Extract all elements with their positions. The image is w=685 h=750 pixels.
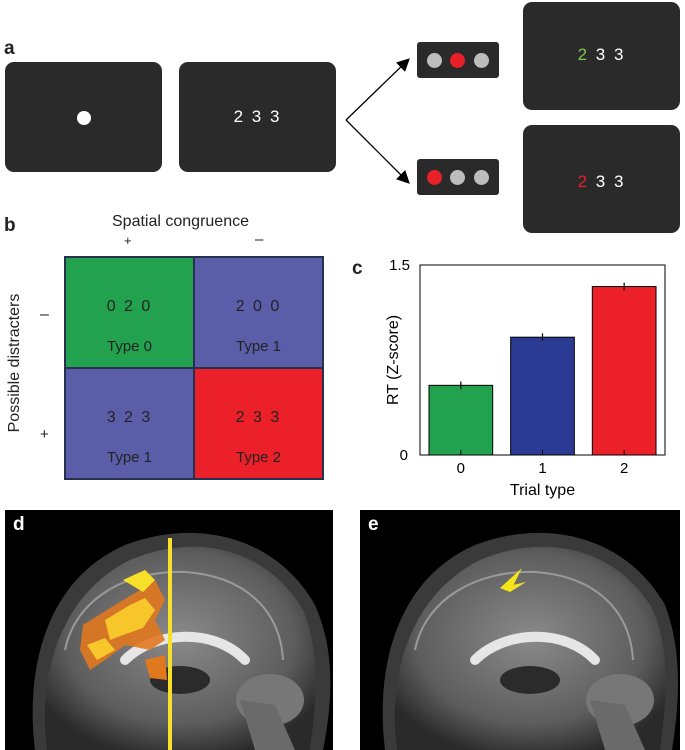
row-plus-label: +	[40, 426, 49, 443]
cell-type-label: Type 1	[106, 449, 153, 466]
response-dot-right	[474, 53, 489, 68]
cell-digits: 3 2 3	[106, 409, 153, 426]
row-axis-title: Possible distracters	[6, 293, 23, 433]
response-dot-left	[427, 53, 442, 68]
response-dot-selected	[427, 170, 442, 185]
x-tick-label-2: 2	[620, 460, 628, 477]
fixation-screen	[5, 62, 162, 172]
stimulus-digits: 2 3 3	[233, 107, 282, 126]
stimulus-screen: 2 3 3	[179, 62, 336, 172]
x-tick-label-0: 0	[457, 460, 465, 477]
panel-label-e: e	[368, 514, 379, 535]
y-tick-label-0: 0	[400, 447, 408, 464]
feedback-correct-digits: 2 3 3	[523, 45, 680, 65]
panel-label-d: d	[13, 514, 25, 535]
branch-arrows	[345, 58, 410, 184]
row-minus-label: –	[40, 306, 49, 323]
response-box-left	[417, 159, 499, 195]
col-minus-label: –	[255, 231, 264, 248]
feedback-error-screen: 2 3 3	[523, 125, 680, 233]
remaining-digits: 3 3	[589, 45, 626, 64]
cell-digits: 2 0 0	[235, 298, 282, 315]
error-digit: 2	[577, 172, 590, 191]
col-axis-title: Spatial congruence	[112, 213, 249, 230]
y-tick-label-1: 1.5	[389, 257, 410, 274]
cell-type2: 2 3 3 Type 2	[193, 367, 324, 480]
panel-label-a: a	[4, 38, 15, 59]
x-tick-label-1: 1	[538, 460, 546, 477]
cell-digits: 2 3 3	[235, 409, 282, 426]
response-dot-center	[450, 170, 465, 185]
rt-bar-chart: 0 1 2 0 1.5 Trial type RT (Z-score)	[385, 257, 666, 499]
bar-type-1	[510, 336, 575, 456]
cell-type-label: Type 2	[235, 449, 282, 466]
response-box-center	[417, 42, 499, 78]
cell-type1-top: 2 0 0 Type 1	[193, 256, 324, 369]
y-axis-label: RT (Z-score)	[385, 315, 402, 405]
remaining-digits: 3 3	[589, 172, 626, 191]
mri-sagittal-activation	[32, 532, 331, 750]
cell-type-label: Type 1	[235, 338, 282, 355]
cell-type-label: Type 0	[106, 338, 153, 355]
mri-sagittal-anatomy	[382, 532, 678, 750]
cell-digits: 0 2 0	[106, 298, 153, 315]
arrowhead-icon	[500, 568, 526, 592]
feedback-correct-screen: 2 3 3	[523, 2, 680, 110]
mri-activation-panel: d	[5, 510, 333, 750]
panel-label-b: b	[4, 215, 16, 236]
fixation-dot	[77, 111, 91, 125]
response-dot-selected	[450, 53, 465, 68]
x-axis-label: Trial type	[510, 482, 575, 499]
panel-label-c: c	[352, 258, 363, 279]
response-dot-right	[474, 170, 489, 185]
mri-anatomy-panel: e	[360, 510, 680, 750]
correct-digit: 2	[577, 45, 590, 64]
feedback-error-digits: 2 3 3	[523, 172, 680, 192]
cell-type1-bottom: 3 2 3 Type 1	[64, 367, 195, 480]
cell-type0: 0 2 0 Type 0	[64, 256, 195, 369]
bar-type-0	[428, 384, 494, 456]
bar-type-2	[591, 286, 657, 456]
col-plus-label: +	[124, 233, 132, 248]
